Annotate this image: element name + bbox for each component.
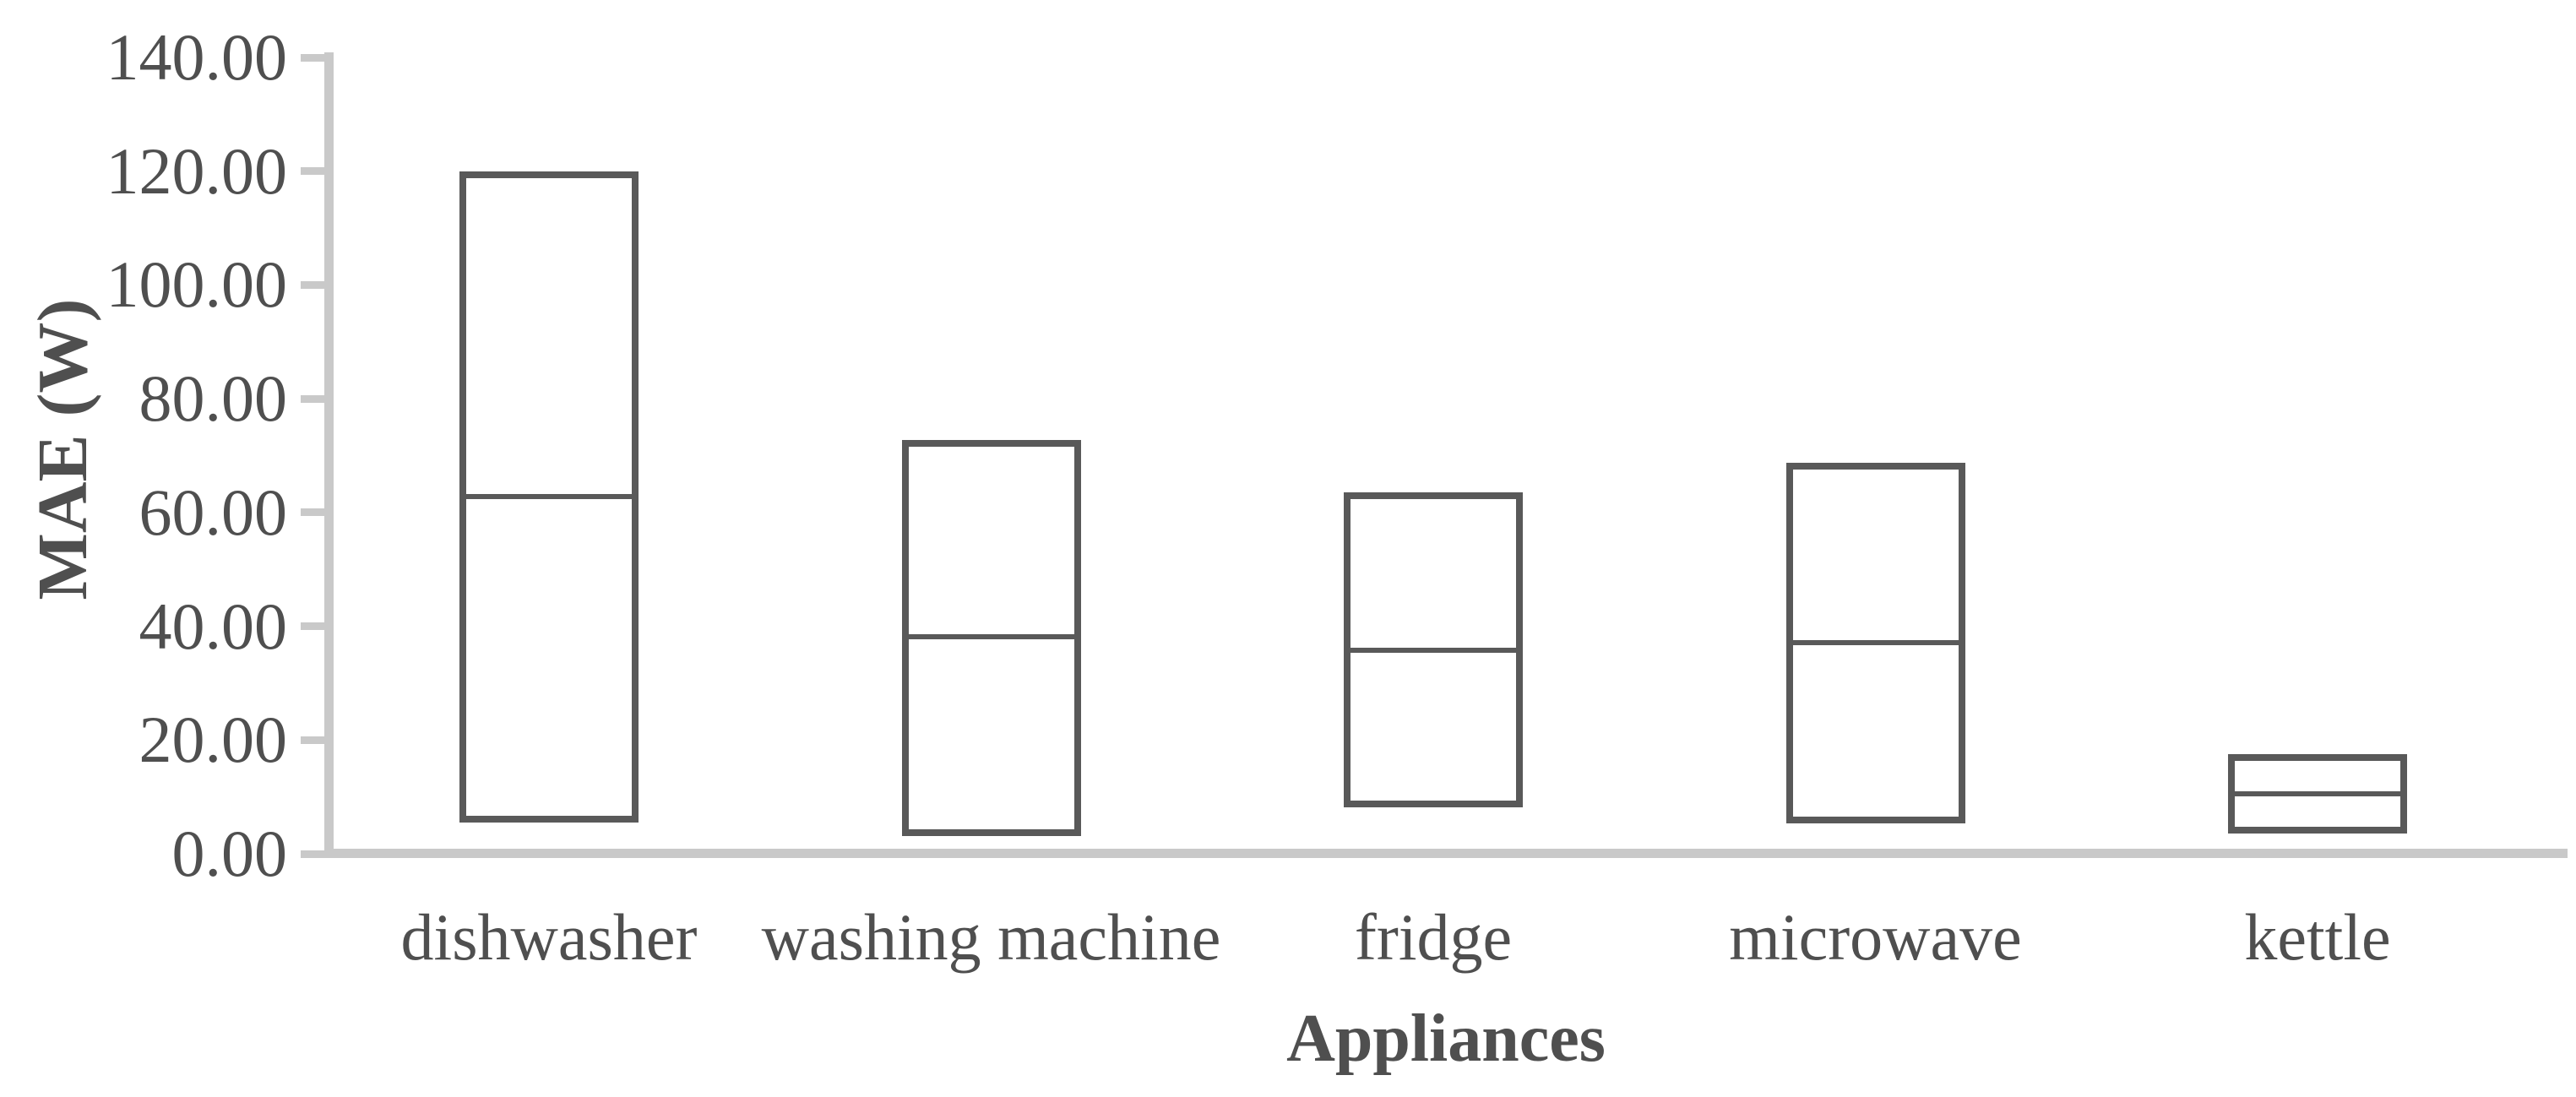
y-tick-mark [301, 622, 329, 631]
y-tick-mark [301, 736, 329, 744]
y-tick-mark [301, 53, 329, 62]
y-tick-label: 80.00 [139, 361, 288, 436]
y-tick-mark [301, 167, 329, 176]
y-tick-mark [301, 280, 329, 289]
y-tick-label: 0.00 [171, 817, 288, 890]
y-tick-mark [301, 508, 329, 517]
x-category-label: fridge [1354, 900, 1513, 974]
y-tick-label: 40.00 [139, 589, 288, 663]
median-line [459, 493, 639, 499]
y-tick-mark [301, 394, 329, 403]
y-tick-mark [301, 850, 329, 858]
x-category-label: washing machine [761, 900, 1221, 974]
y-axis-line [324, 52, 334, 858]
x-category-label: kettle [2244, 900, 2391, 974]
x-category-label: dishwasher [400, 900, 698, 974]
x-category-label: microwave [1729, 900, 2022, 974]
median-line [901, 633, 1081, 639]
median-line [1344, 647, 1523, 653]
y-tick-label: 120.00 [106, 133, 288, 208]
y-tick-label: 20.00 [139, 703, 288, 777]
median-line [2228, 791, 2407, 797]
x-axis-title: Appliances [1286, 1002, 1606, 1076]
y-tick-label: 100.00 [106, 247, 288, 322]
median-line [1785, 640, 1965, 646]
x-axis-line [324, 849, 2568, 858]
y-tick-label: 140.00 [106, 20, 288, 94]
y-tick-label: 60.00 [139, 475, 288, 549]
